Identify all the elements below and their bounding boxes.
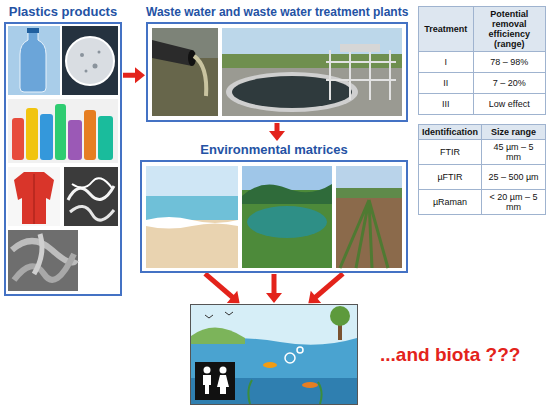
treatment-panel: Waste water and waste water treatment pl…: [146, 4, 408, 122]
flow-arrow: [205, 274, 240, 304]
arrow-head: [269, 131, 285, 141]
panel-frame: [190, 304, 358, 405]
table-cell-box: 25 – 500 µm: [482, 165, 546, 190]
table-cell: Treatment: [424, 24, 467, 34]
table-cell-box: Low effect: [473, 94, 545, 115]
table-row: III Low effect: [419, 94, 546, 115]
table-cell-box: 78 – 98%: [473, 52, 545, 73]
table-cell-box: FTIR: [419, 140, 482, 165]
table-row: µFTIR 25 – 500 µm: [419, 165, 546, 190]
flow-arrow: [123, 67, 145, 83]
table-cell: µRaman: [433, 197, 467, 207]
table-cell-box: 7 – 20%: [473, 73, 545, 94]
table-cell: Size range: [491, 127, 536, 137]
table-cell-box: Potential removal efficiency (range): [473, 7, 545, 52]
table-cell: Potential removal efficiency (range): [489, 9, 531, 49]
plastic-photos: [8, 26, 118, 291]
arrow-head: [227, 291, 240, 304]
table-cell-box: Identification: [419, 125, 482, 140]
panel-title: Waste water and waste water treatment pl…: [146, 4, 408, 20]
panel-frame: [140, 160, 408, 273]
table-cell: FTIR: [440, 147, 460, 157]
table-cell-box: µRaman: [419, 190, 482, 215]
panel-frame: [146, 22, 408, 122]
table-cell: µFTIR: [437, 172, 462, 182]
table-row: FTIR 45 µm – 5 mm: [419, 140, 546, 165]
panel-title: Plastics products: [4, 4, 122, 20]
table-cell: 45 µm – 5 mm: [493, 142, 533, 162]
table-row: Identification Size range: [419, 125, 546, 140]
table-cell: I: [445, 57, 448, 67]
wastewater-photos: [152, 28, 402, 116]
panel-frame: [4, 22, 122, 296]
callout-text: ...and biota ???: [380, 344, 520, 366]
table-cell-box: 45 µm – 5 mm: [482, 140, 546, 165]
arrow-head: [135, 67, 145, 83]
table-row: Treatment Potential removal efficiency (r…: [419, 7, 546, 52]
table-cell-box: µFTIR: [419, 165, 482, 190]
table-cell: Identification: [422, 127, 478, 137]
table-cell: III: [442, 99, 450, 109]
arrow-shaft: [205, 274, 233, 298]
table-cell: 78 – 98%: [490, 57, 528, 67]
arrow-shaft: [123, 73, 136, 78]
table-row: µRaman < 20 µm – 5 mm: [419, 190, 546, 215]
table-cell: 7 – 20%: [493, 78, 526, 88]
arrow-shaft: [315, 274, 343, 298]
table-cell-box: < 20 µm – 5 mm: [482, 190, 546, 215]
table-cell: II: [443, 78, 448, 88]
flow-arrow: [266, 274, 282, 303]
table-row: I 78 – 98%: [419, 52, 546, 73]
biota-cartoon: [191, 305, 357, 404]
table-cell-box: III: [419, 94, 474, 115]
arrow-head: [266, 293, 282, 303]
data-table: Identification Size rangeFTIR 45 µm – 5 mm…: [418, 124, 546, 215]
panel-title: Environmental matrices: [140, 142, 408, 158]
table-body: Treatment Potential removal efficiency (r…: [419, 7, 546, 115]
table-cell: < 20 µm – 5 mm: [490, 192, 538, 212]
table-cell-box: I: [419, 52, 474, 73]
table-cell-box: Treatment: [419, 7, 474, 52]
table-cell-box: Size range: [482, 125, 546, 140]
table-cell: 25 – 500 µm: [488, 172, 538, 182]
data-table: Treatment Potential removal efficiency (r…: [418, 6, 546, 115]
table-body: Identification Size rangeFTIR 45 µm – 5 mm…: [419, 125, 546, 215]
table-cell-box: II: [419, 73, 474, 94]
environment-panel: Environmental matrices: [140, 142, 408, 273]
arrow-shaft: [275, 123, 280, 132]
flow-arrow: [308, 274, 343, 304]
flow-arrow: [269, 123, 285, 141]
arrow-shaft: [272, 274, 277, 294]
arrow-head: [308, 291, 321, 304]
table-row: II 7 – 20%: [419, 73, 546, 94]
environment-photos: [146, 166, 402, 268]
source-panel: Plastics products: [4, 4, 122, 296]
biota-panel: ...and biota ???: [190, 304, 358, 405]
table-cell: Low effect: [489, 99, 530, 109]
